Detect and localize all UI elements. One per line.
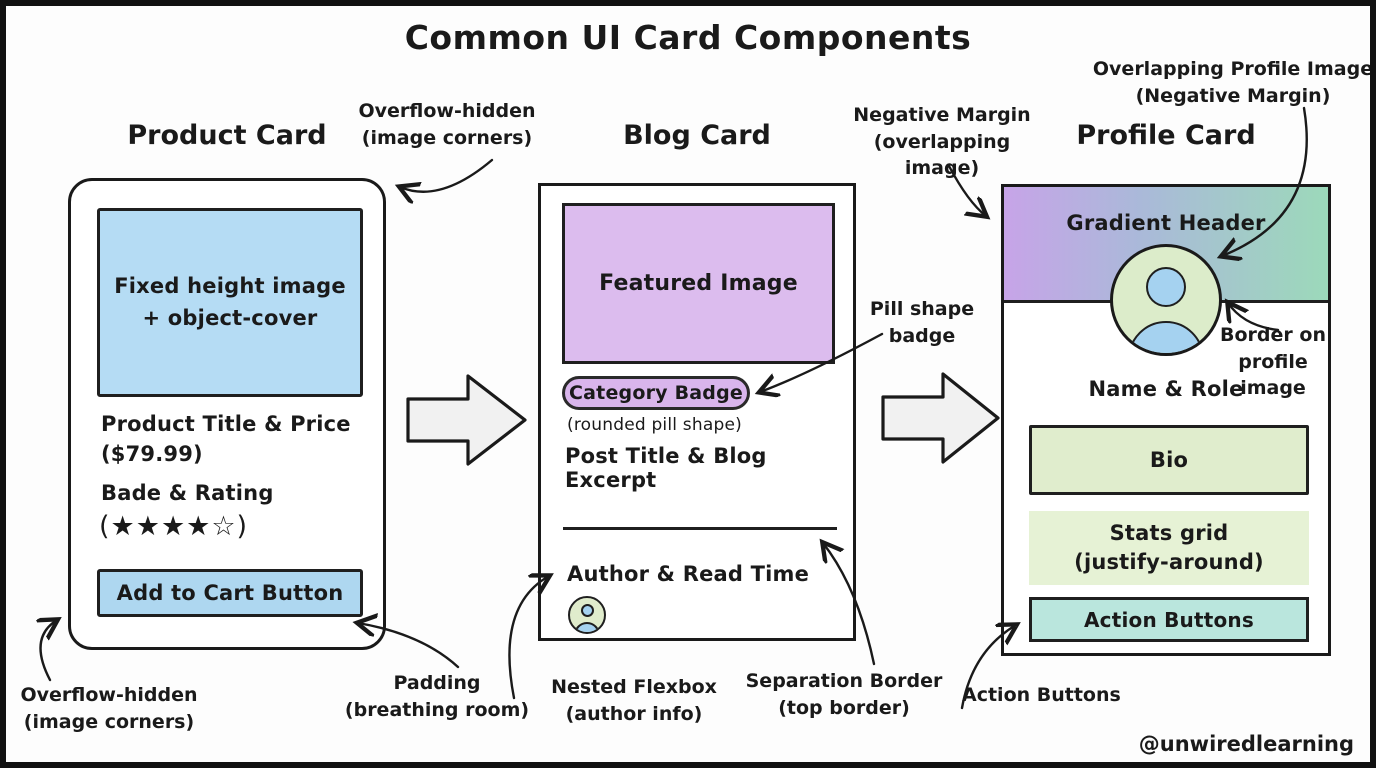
- product-price-text: ($79.99): [101, 442, 203, 467]
- annotation-separation-border: Separation Border (top border): [742, 668, 946, 721]
- annotation-overlapping-profile-image: Overlapping Profile Image (Negative Marg…: [1088, 56, 1374, 109]
- arrow-overflow-bottom: [41, 620, 57, 682]
- annotation-text: badge: [888, 324, 956, 347]
- annotation-text: Overflow-hidden: [20, 684, 198, 706]
- annotation-overflow-hidden-bottom: Overflow-hidden (image corners): [14, 682, 204, 735]
- product-image-text-line1: Fixed height image: [114, 274, 346, 298]
- star-rating-icon: (★★★★☆): [99, 511, 249, 542]
- annotation-overflow-hidden-top: Overflow-hidden (image corners): [354, 98, 540, 151]
- annotation-text: profile image: [1238, 350, 1308, 400]
- annotation-text: Border on: [1220, 324, 1326, 346]
- annotation-action-buttons: Action Buttons: [962, 684, 1121, 706]
- profile-card-label: Profile Card: [1076, 120, 1256, 151]
- product-image-placeholder: Fixed height image + object-cover: [97, 208, 363, 397]
- annotation-text: (author info): [565, 702, 703, 725]
- product-image-text-line2: + object-cover: [142, 305, 318, 330]
- arrow-overflow-top: [400, 158, 494, 192]
- badge-caption: (rounded pill shape): [567, 415, 742, 435]
- product-card: Fixed height image + object-cover Produc…: [68, 178, 386, 650]
- annotation-text: (image corners): [361, 126, 533, 149]
- annotation-padding: Padding (breathing room): [344, 670, 530, 723]
- product-card-label: Product Card: [127, 120, 327, 151]
- add-to-cart-button: Add to Cart Button: [97, 569, 363, 617]
- flow-arrow-icon: [881, 372, 1000, 464]
- avatar-shoulders-icon: [574, 622, 600, 632]
- author-read-time: Author & Read Time: [567, 562, 810, 586]
- annotation-text: Negative Margin: [853, 104, 1031, 126]
- category-badge-pill: Category Badge: [562, 376, 750, 410]
- annotation-text: Overflow-hidden: [358, 100, 536, 122]
- author-avatar-icon: [568, 596, 606, 634]
- annotation-border-on-profile-image: Border on profile image: [1204, 322, 1342, 402]
- annotation-nested-flexbox: Nested Flexbox (author info): [544, 674, 724, 727]
- stats-text-line1: Stats grid: [1109, 520, 1229, 545]
- page-title: Common UI Card Components: [404, 18, 972, 57]
- post-title-excerpt: Post Title & Blog Excerpt: [565, 444, 767, 492]
- flow-arrow-icon: [406, 374, 527, 466]
- featured-image-placeholder: Featured Image: [562, 203, 835, 364]
- profile-avatar-icon: [1110, 244, 1222, 356]
- annotation-pill-shape-badge: Pill shape badge: [862, 296, 982, 349]
- annotation-text: Padding: [393, 672, 481, 694]
- annotation-text: (breathing room): [344, 698, 530, 721]
- annotation-text: Separation Border: [745, 670, 943, 692]
- separator-line: [563, 527, 837, 530]
- stats-text-line2: (justify-around): [1074, 550, 1264, 574]
- product-rating-label: Bade & Rating: [101, 481, 274, 505]
- blog-card: Featured Image Category Badge (rounded p…: [538, 183, 856, 641]
- annotation-text: (overlapping image): [873, 130, 1011, 180]
- watermark: @unwiredlearning: [1138, 732, 1354, 756]
- product-title-price: Product Title & Price ($79.99): [101, 409, 351, 470]
- avatar-shoulders-icon: [1128, 321, 1204, 353]
- stats-grid-box: Stats grid (justify-around): [1029, 511, 1309, 585]
- blog-card-label: Blog Card: [623, 120, 771, 151]
- annotation-text: Overlapping Profile Image: [1092, 58, 1374, 80]
- avatar-head-icon: [580, 604, 594, 617]
- action-buttons-box: Action Buttons: [1029, 597, 1309, 642]
- profile-card: Gradient Header Name & Role Bio Stats gr…: [1001, 184, 1331, 656]
- bio-box: Bio: [1029, 425, 1309, 495]
- annotation-text: Nested Flexbox: [551, 676, 717, 698]
- annotation-text: (Negative Margin): [1135, 84, 1331, 107]
- product-title-text: Product Title & Price: [101, 412, 351, 436]
- avatar-head-icon: [1146, 267, 1186, 307]
- annotation-text: (top border): [778, 696, 910, 719]
- annotation-negative-margin: Negative Margin (overlapping image): [844, 102, 1040, 182]
- name-role-text: Name & Role: [1088, 377, 1244, 401]
- annotation-text: (image corners): [23, 710, 195, 733]
- annotation-text: Pill shape: [869, 298, 975, 320]
